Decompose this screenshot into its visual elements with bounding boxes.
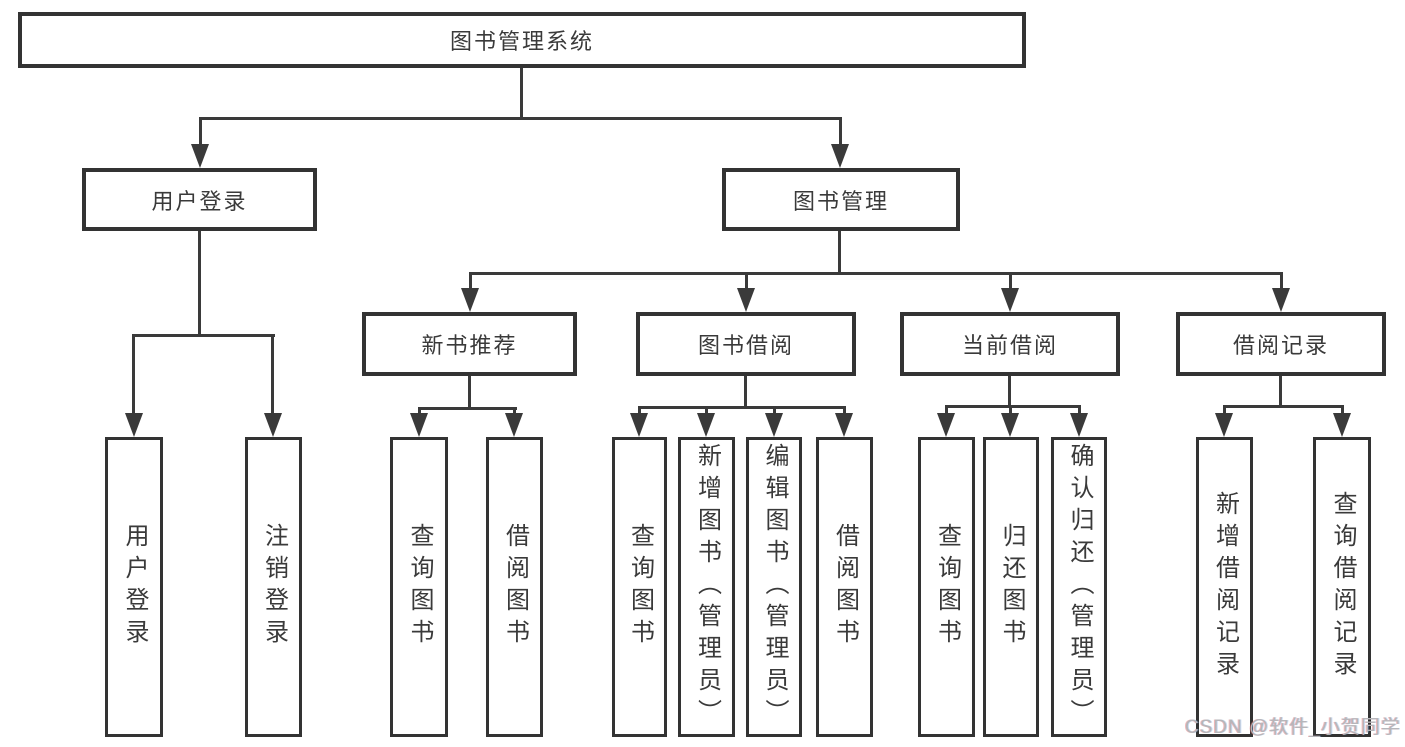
leaf-borrow-books-1-label: 借阅图书 xyxy=(501,523,529,651)
leaf-confirm-return-admin-label: 确认归还（管理员） xyxy=(1066,443,1093,731)
connector-line xyxy=(638,406,846,409)
connector-line xyxy=(945,405,1081,408)
arrow-down-icon xyxy=(697,413,715,437)
leaf-edit-book-admin: 编辑图书（管理员） xyxy=(746,437,802,737)
arrow-down-icon xyxy=(1001,288,1019,312)
connector-line xyxy=(1280,272,1283,290)
connector-line xyxy=(1009,272,1012,290)
connector-line xyxy=(132,334,135,416)
leaf-add-borrow-record-label: 新增借阅记录 xyxy=(1211,491,1239,683)
arrow-down-icon xyxy=(765,413,783,437)
leaf-query-books-2: 查询图书 xyxy=(612,437,667,737)
connector-line xyxy=(705,406,708,415)
connector-line xyxy=(418,407,517,410)
connector-line xyxy=(945,405,948,415)
leaf-user-login-label: 用户登录 xyxy=(121,523,148,651)
node-current-borrow-label: 当前借阅 xyxy=(961,333,1058,358)
arrow-down-icon xyxy=(831,144,849,168)
leaf-edit-book-admin-label: 编辑图书（管理员） xyxy=(761,443,788,731)
connector-line xyxy=(132,334,275,337)
node-book-borrow-label: 图书借阅 xyxy=(697,333,794,358)
arrow-down-icon xyxy=(505,413,523,437)
connector-line xyxy=(1223,405,1226,415)
leaf-query-books-2-label: 查询图书 xyxy=(626,523,654,651)
node-new-book-recommend-label: 新书推荐 xyxy=(421,333,518,358)
arrow-down-icon xyxy=(410,413,428,437)
connector-line xyxy=(773,406,776,415)
node-user-login: 用户登录 xyxy=(82,168,317,231)
arrow-down-icon xyxy=(1333,413,1351,437)
node-library-system-label: 图书管理系统 xyxy=(449,29,594,54)
connector-line xyxy=(468,374,471,410)
connector-line xyxy=(1341,405,1344,415)
connector-line xyxy=(199,117,842,120)
leaf-query-books-1: 查询图书 xyxy=(390,437,448,737)
leaf-query-books-3-label: 查询图书 xyxy=(933,523,961,651)
connector-line xyxy=(745,272,748,290)
connector-line xyxy=(1223,405,1344,408)
leaf-user-login: 用户登录 xyxy=(105,437,163,737)
node-library-system: 图书管理系统 xyxy=(18,12,1026,68)
leaf-borrow-books-2: 借阅图书 xyxy=(816,437,873,737)
connector-line xyxy=(744,374,747,409)
leaf-return-book: 归还图书 xyxy=(983,437,1039,737)
connector-line xyxy=(271,334,274,416)
node-current-borrow: 当前借阅 xyxy=(900,312,1120,376)
arrow-down-icon xyxy=(630,413,648,437)
node-borrow-records: 借阅记录 xyxy=(1176,312,1386,376)
leaf-borrow-books-1: 借阅图书 xyxy=(486,437,543,737)
leaf-add-book-admin-label: 新增图书（管理员） xyxy=(693,443,721,731)
connector-line xyxy=(1078,405,1081,415)
connector-line xyxy=(469,272,472,290)
arrow-down-icon xyxy=(461,288,479,312)
leaf-logout-label: 注销登录 xyxy=(260,523,288,651)
connector-line xyxy=(513,407,516,415)
node-new-book-recommend: 新书推荐 xyxy=(362,312,577,376)
connector-line xyxy=(1279,374,1282,408)
leaf-query-borrow-record: 查询借阅记录 xyxy=(1313,437,1371,737)
connector-line xyxy=(843,406,846,415)
node-book-borrow: 图书借阅 xyxy=(636,312,856,376)
leaf-borrow-books-2-label: 借阅图书 xyxy=(831,523,859,651)
leaf-confirm-return-admin: 确认归还（管理员） xyxy=(1051,437,1107,737)
arrow-down-icon xyxy=(737,288,755,312)
arrow-down-icon xyxy=(1272,288,1290,312)
node-user-login-label: 用户登录 xyxy=(151,188,248,214)
arrow-down-icon xyxy=(264,413,282,437)
connector-line xyxy=(1009,405,1012,415)
connector-line xyxy=(839,117,842,147)
node-book-management: 图书管理 xyxy=(722,168,960,231)
node-book-management-label: 图书管理 xyxy=(792,188,889,214)
connector-line xyxy=(469,272,1283,275)
leaf-query-books-3: 查询图书 xyxy=(918,437,975,737)
leaf-add-borrow-record: 新增借阅记录 xyxy=(1196,437,1253,737)
leaf-add-book-admin: 新增图书（管理员） xyxy=(678,437,735,737)
connector-line xyxy=(198,229,201,337)
leaf-return-book-label: 归还图书 xyxy=(998,523,1025,651)
node-borrow-records-label: 借阅记录 xyxy=(1232,333,1329,358)
connector-line xyxy=(520,66,523,119)
leaf-query-books-1-label: 查询图书 xyxy=(406,523,433,651)
watermark: CSDN @软件_小贺同学 xyxy=(1185,717,1401,738)
arrow-down-icon xyxy=(1070,413,1088,437)
connector-line xyxy=(1008,374,1011,408)
arrow-down-icon xyxy=(1001,413,1019,437)
arrow-down-icon xyxy=(125,413,143,437)
leaf-query-borrow-record-label: 查询借阅记录 xyxy=(1329,491,1356,683)
arrow-down-icon xyxy=(1215,413,1233,437)
connector-line xyxy=(838,229,841,275)
arrow-down-icon xyxy=(191,144,209,168)
connector-line xyxy=(418,407,421,415)
leaf-logout: 注销登录 xyxy=(245,437,302,737)
connector-line xyxy=(199,117,202,147)
connector-line xyxy=(638,406,641,415)
arrow-down-icon xyxy=(835,413,853,437)
arrow-down-icon xyxy=(937,413,955,437)
